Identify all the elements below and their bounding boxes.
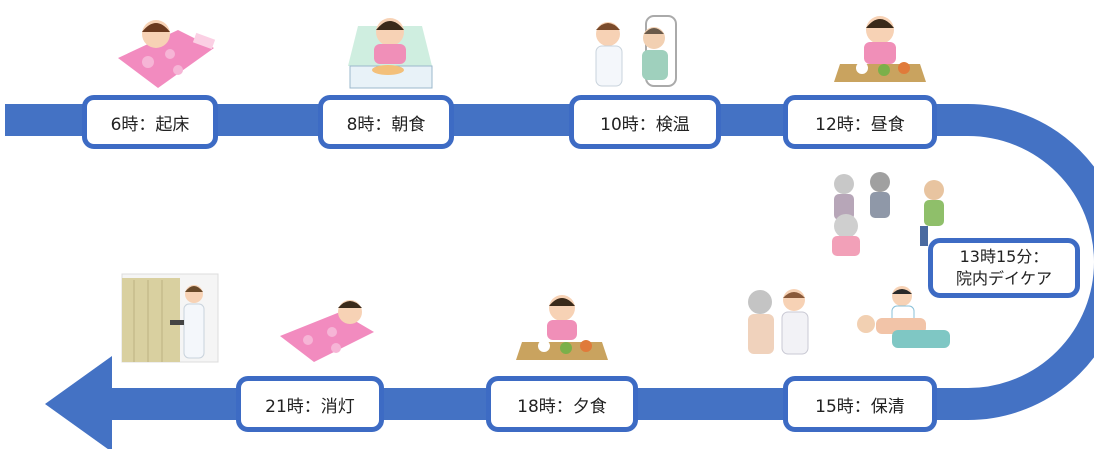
temperature-check-illustration [595,15,677,87]
flow-arrow-head [45,356,112,449]
node-day-care: 13時15分： 院内デイケア [928,238,1080,298]
node-cleaning-label: 15時：保清 [815,396,905,417]
node-dinner-label: 18時：夕食 [517,396,607,417]
breakfast-illustration [348,18,433,89]
node-breakfast: 8時：朝食 [318,95,454,149]
day-care-illustration [832,172,944,256]
node-dinner: 18時：夕食 [486,376,638,432]
node-lights-out-label: 21時：消灯 [265,396,355,417]
sleeping-illustration [280,300,374,362]
cleaning-illustration [748,286,950,355]
node-day-care-time: 13時15分： [959,247,1049,266]
lights-out-illustration [121,273,219,363]
node-cleaning: 15時：保清 [783,376,937,432]
lunch-illustration [834,16,926,82]
node-lunch-label: 12時：昼食 [815,114,905,135]
node-breakfast-label: 8時：朝食 [346,114,426,135]
node-wake-label: 6時：起床 [110,114,190,135]
waking-up-illustration [118,20,216,88]
flow-arrow-path [5,104,1094,420]
node-temp-check: 10時：検温 [569,95,721,149]
node-wake: 6時：起床 [82,95,218,149]
node-day-care-label: 院内デイケア [955,269,1052,288]
node-lights-out: 21時：消灯 [236,376,384,432]
dinner-illustration [516,295,608,360]
node-lunch: 12時：昼食 [783,95,937,149]
node-temp-check-label: 10時：検温 [600,114,690,135]
